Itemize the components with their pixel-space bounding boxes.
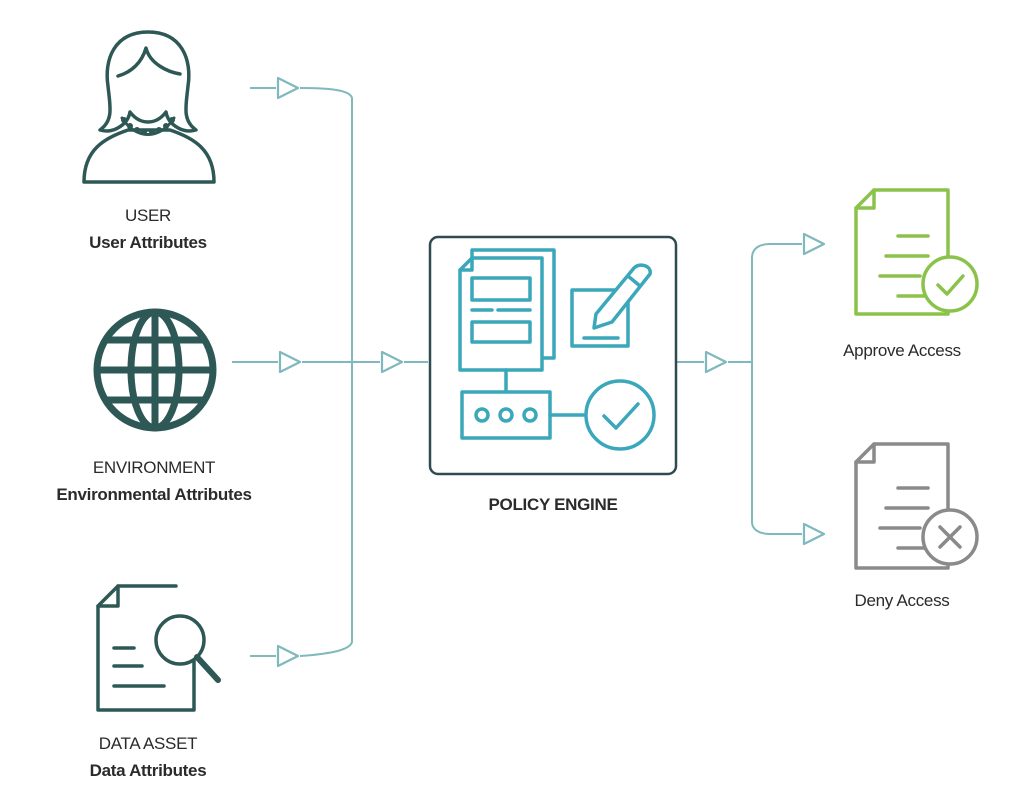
document-x-icon	[854, 442, 979, 570]
arrow-from-engine-icon	[704, 350, 728, 374]
policy-engine-title: POLICY ENGINE	[488, 495, 618, 514]
globe-icon	[93, 308, 217, 432]
necklace-beads	[121, 117, 175, 135]
deny-label: Deny Access	[822, 587, 982, 614]
approve-label: Approve Access	[822, 337, 982, 364]
user-icon	[82, 30, 216, 184]
arrow-user-icon	[276, 76, 300, 100]
user-subtitle: User Attributes	[89, 233, 207, 252]
arrow-data-asset-icon	[276, 644, 300, 668]
arrow-to-engine-icon	[380, 350, 404, 374]
arrow-approve-icon	[802, 232, 826, 256]
user-title: USER	[124, 206, 172, 225]
environment-label: ENVIRONMENT Environmental Attributes	[20, 454, 288, 508]
policy-engine-label: POLICY ENGINE	[453, 491, 653, 518]
document-search-icon	[96, 584, 221, 712]
deny-text: Deny Access	[854, 591, 950, 610]
arrow-environment-icon	[278, 350, 302, 374]
data-asset-subtitle: Data Attributes	[89, 761, 207, 780]
arrow-deny-icon	[802, 522, 826, 546]
connector-arrowheads	[276, 76, 826, 668]
document-check-icon	[854, 188, 979, 316]
connector-lines	[232, 87, 802, 657]
environment-title: ENVIRONMENT	[92, 458, 216, 477]
data-asset-label: DATA ASSET Data Attributes	[48, 730, 248, 784]
policy-engine-icon	[458, 248, 656, 451]
data-asset-title: DATA ASSET	[98, 734, 198, 753]
approve-text: Approve Access	[843, 341, 961, 360]
environment-subtitle: Environmental Attributes	[56, 485, 252, 504]
user-label: USER User Attributes	[48, 202, 248, 256]
